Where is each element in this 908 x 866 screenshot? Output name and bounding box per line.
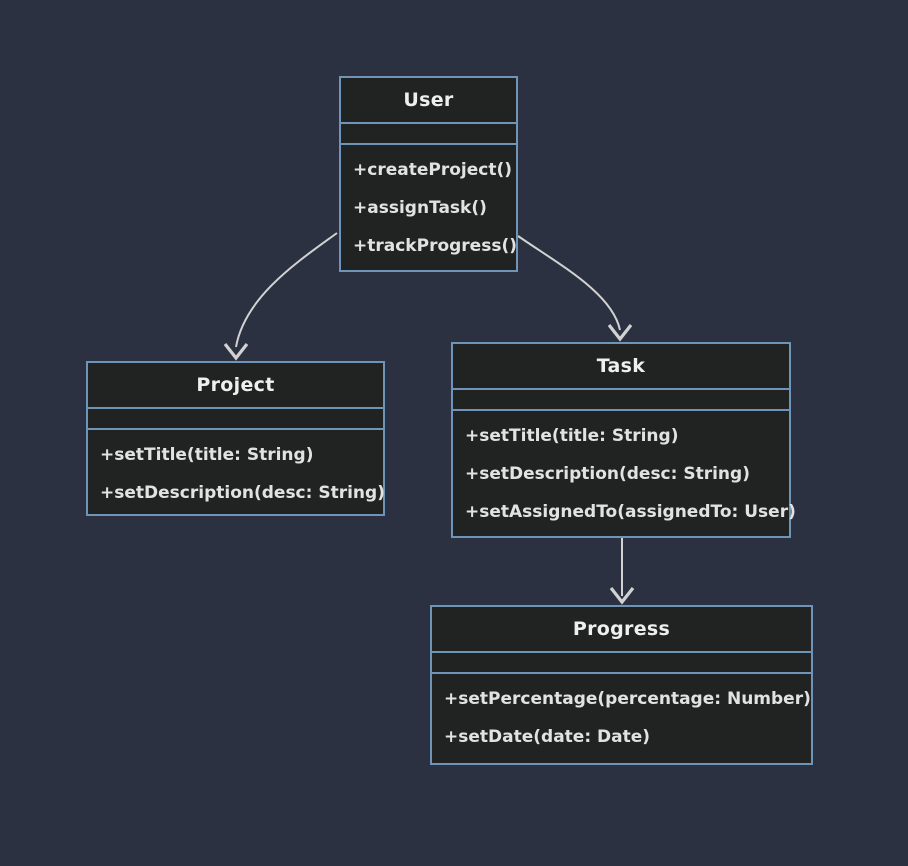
edge-user-to-task-line	[517, 235, 621, 331]
edge-user-to-project-line	[235, 232, 338, 348]
class-title-project: Project	[88, 363, 383, 409]
method-item: +assignTask()	[353, 198, 487, 218]
arrowhead-progress-icon	[609, 587, 635, 605]
class-attributes-task	[453, 390, 789, 411]
method-item: +setTitle(title: String)	[465, 426, 679, 446]
class-methods-progress: +setPercentage(percentage: Number) +setD…	[432, 674, 811, 762]
edge-user-to-task	[517, 235, 633, 342]
class-box-progress[interactable]: Progress +setPercentage(percentage: Numb…	[430, 605, 813, 765]
class-title-task: Task	[453, 344, 789, 390]
class-title-user: User	[341, 78, 516, 124]
method-item: +setPercentage(percentage: Number)	[444, 689, 811, 709]
class-attributes-progress	[432, 653, 811, 674]
edge-user-to-project	[223, 232, 338, 361]
method-item: +setAssignedTo(assignedTo: User)	[465, 502, 796, 522]
class-methods-task: +setTitle(title: String) +setDescription…	[453, 411, 796, 537]
class-attributes-project	[88, 409, 383, 430]
class-methods-project: +setTitle(title: String) +setDescription…	[88, 430, 385, 518]
arrowhead-task-icon	[607, 324, 633, 342]
method-item: +setDate(date: Date)	[444, 727, 651, 747]
class-attributes-user	[341, 124, 516, 145]
method-item: +setTitle(title: String)	[100, 445, 314, 465]
class-box-task[interactable]: Task +setTitle(title: String) +setDescri…	[451, 342, 796, 538]
class-title-progress: Progress	[432, 607, 811, 653]
class-box-user[interactable]: User +createProject() +assignTask() +tra…	[339, 76, 518, 272]
method-item: +setDescription(desc: String)	[465, 464, 750, 484]
arrowhead-project-icon	[223, 343, 249, 361]
class-box-project[interactable]: Project +setTitle(title: String) +setDes…	[86, 361, 385, 516]
edge-task-to-progress	[609, 538, 635, 605]
class-methods-user: +createProject() +assignTask() +trackPro…	[341, 145, 517, 271]
method-item: +setDescription(desc: String)	[100, 483, 385, 503]
method-item: +createProject()	[353, 160, 512, 180]
method-item: +trackProgress()	[353, 236, 517, 256]
